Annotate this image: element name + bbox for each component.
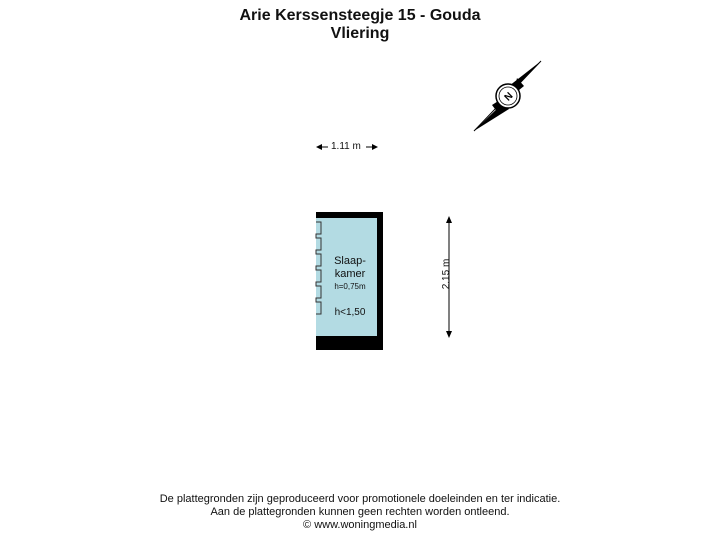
width-dimension-label: 1.11 m	[331, 141, 361, 152]
disclaimer-line-1: De plattegronden zijn geproduceerd voor …	[159, 493, 561, 505]
plan-title: Arie Kerssensteegje 15 - Gouda	[239, 7, 481, 24]
compass-icon: N	[473, 60, 542, 132]
depth-dimension-arrows	[446, 216, 452, 338]
room-floor	[316, 218, 377, 336]
width-dimension-arrows	[316, 144, 378, 150]
depth-dimension-label: 2.15 m	[441, 258, 452, 290]
room-height-note: h=0,75m	[334, 282, 366, 291]
roof-slope-ticks	[315, 221, 322, 315]
floor-name: Vliering	[330, 25, 390, 42]
room-name-line1: Slaap-	[334, 255, 366, 267]
copyright-line: © www.woningmedia.nl	[303, 519, 417, 531]
room-low-height-note: h<1,50	[334, 307, 366, 318]
room-name-line2: kamer	[334, 268, 366, 280]
disclaimer-line-2: Aan de plattegronden kunnen geen rechten…	[210, 506, 510, 518]
